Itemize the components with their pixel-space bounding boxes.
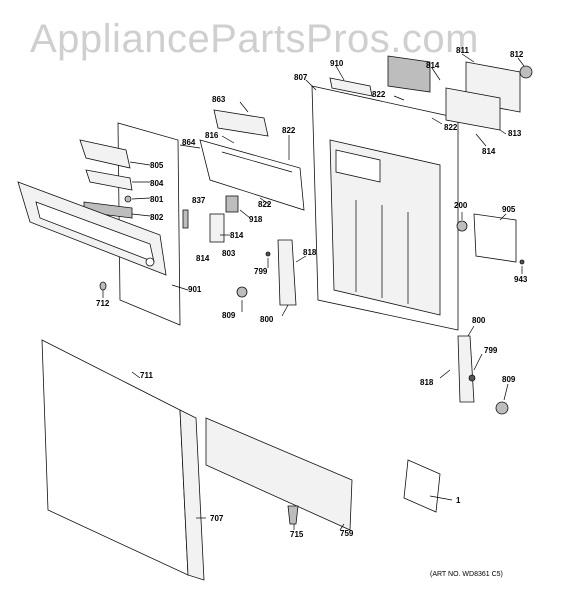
label-712: 712: [96, 299, 110, 308]
label-910: 910: [330, 59, 344, 68]
label-822-a: 822: [282, 126, 296, 135]
center-components: [182, 109, 305, 306]
bracket-816: [199, 139, 305, 211]
label-809-a: 809: [222, 311, 236, 320]
console-knob: [145, 257, 155, 267]
label-804: 804: [150, 179, 164, 188]
pin-799-right: [468, 374, 476, 382]
inner-door-assembly: [311, 77, 459, 331]
label-814-b: 814: [196, 254, 210, 263]
label-864: 864: [182, 138, 196, 147]
literature-1: [403, 459, 441, 513]
door-edge-707: [179, 409, 205, 581]
label-800-a: 800: [260, 315, 274, 324]
outer-door-711: [41, 339, 189, 576]
knob-812: [519, 65, 533, 79]
label-822-d: 822: [444, 123, 458, 132]
part-labels: 805 804 801 802 901 712 864 816 822 837 …: [96, 46, 528, 539]
screw-801: [124, 195, 132, 203]
label-805: 805: [150, 161, 164, 170]
bracket-805: [79, 139, 131, 169]
module-905: [473, 213, 517, 263]
spring-837: [182, 209, 189, 229]
label-943: 943: [514, 275, 528, 284]
label-812: 812: [510, 50, 524, 59]
label-813: 813: [508, 129, 522, 138]
label-803: 803: [222, 249, 236, 258]
label-863: 863: [212, 95, 226, 104]
label-799-b: 799: [484, 346, 498, 355]
label-801: 801: [150, 195, 164, 204]
vent-811-left: [387, 55, 431, 93]
label-905: 905: [502, 205, 516, 214]
label-802: 802: [150, 213, 164, 222]
label-822-c: 822: [372, 90, 386, 99]
part-809-right: [495, 401, 509, 415]
label-822-b: 822: [258, 200, 272, 209]
label-837: 837: [192, 196, 206, 205]
inner-door-window: [335, 149, 381, 183]
label-1: 1: [456, 496, 461, 505]
label-814-a: 814: [230, 231, 244, 240]
knob-712: [99, 281, 107, 291]
screw-715: [287, 505, 299, 525]
inner-door-panel: [329, 139, 441, 316]
bracket-803: [209, 213, 225, 243]
pin-799-left: [265, 251, 271, 257]
label-807: 807: [294, 73, 308, 82]
label-200: 200: [454, 201, 468, 210]
art-number: (ART NO. WD8361 C5): [430, 571, 503, 578]
bracket-910: [329, 77, 373, 97]
label-918: 918: [249, 215, 263, 224]
bracket-804: [85, 169, 133, 191]
toe-kick-759: [205, 417, 353, 531]
control-panel-assembly: [17, 122, 181, 326]
label-814-c: 814: [426, 61, 440, 70]
right-components: [456, 213, 525, 415]
outer-door-assembly: [41, 339, 441, 581]
screw-943: [519, 259, 525, 265]
label-816: 816: [205, 131, 219, 140]
dispenser-assembly: [387, 55, 533, 131]
label-809-b: 809: [502, 375, 516, 384]
part-200: [456, 220, 468, 232]
label-811: 811: [456, 46, 469, 55]
label-818-b: 818: [420, 378, 434, 387]
label-818-a: 818: [303, 248, 317, 257]
label-711: 711: [140, 371, 153, 380]
watermark: AppliancePartsPros.com: [30, 17, 479, 61]
leader-lines: [102, 53, 525, 531]
label-901: 901: [188, 285, 202, 294]
handle-863: [213, 109, 269, 137]
part-809-left: [236, 286, 248, 298]
label-814-d: 814: [482, 147, 496, 156]
label-707: 707: [210, 514, 224, 523]
switch-918: [225, 195, 239, 213]
label-759: 759: [340, 529, 354, 538]
hinge-800-right: [457, 335, 475, 403]
label-715: 715: [290, 530, 304, 539]
label-799-a: 799: [254, 267, 268, 276]
hinge-800-left: [277, 239, 297, 306]
label-800-b: 800: [472, 316, 486, 325]
